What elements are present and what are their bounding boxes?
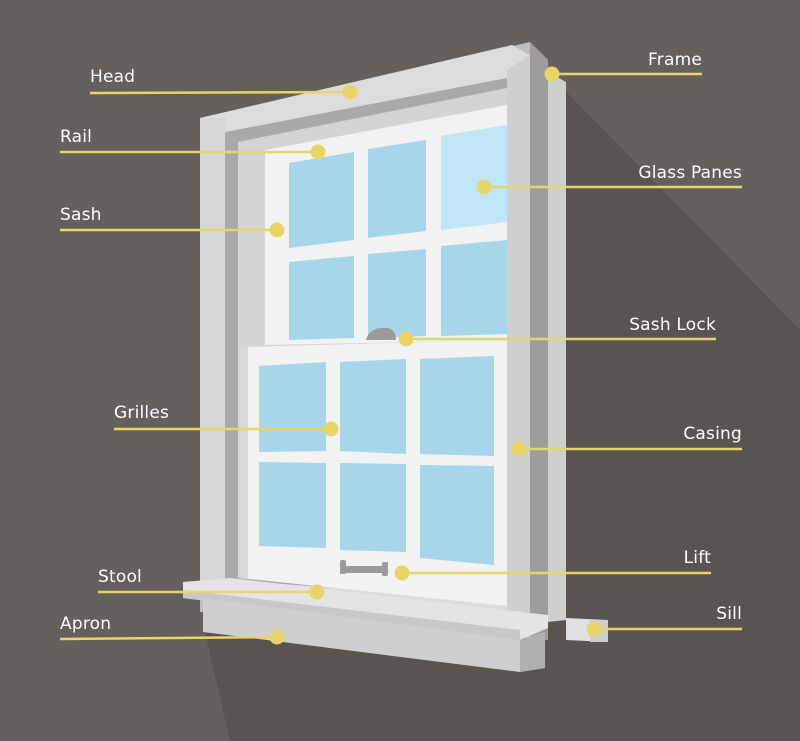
glass-pane: [420, 465, 494, 565]
leader-dot-sill: [586, 621, 602, 637]
label-casing: Casing: [683, 424, 742, 444]
glass-pane: [259, 462, 326, 548]
glass-pane: [289, 152, 354, 248]
label-rail: Rail: [60, 127, 93, 147]
label-sash: Sash: [60, 205, 102, 225]
leader-dot-sash-lock: [398, 331, 414, 347]
stool-edge: [183, 590, 520, 640]
leader-dot-casing: [511, 441, 527, 457]
glass-pane: [368, 249, 426, 338]
glass-pane: [340, 463, 406, 552]
leader-line-apron: [59, 635, 278, 641]
glass-pane: [259, 362, 326, 452]
apron-side: [520, 632, 545, 672]
label-stool: Stool: [98, 567, 142, 587]
glass-pane: [340, 359, 406, 454]
leader-dot-lift: [394, 565, 410, 581]
lift-handle-icon: [340, 566, 388, 573]
lower-sash-shade: [240, 347, 248, 578]
glass-pane: [441, 240, 507, 336]
glass-pane: [420, 356, 494, 456]
glass-pane: [289, 256, 354, 340]
sash-lock-icon: [366, 327, 396, 340]
label-grilles: Grilles: [114, 403, 170, 423]
frame-side-strip: [548, 72, 566, 622]
label-lift: Lift: [683, 548, 711, 568]
label-head: Head: [90, 67, 136, 87]
leader-dot-grilles: [323, 421, 339, 437]
label-glass-panes: Glass Panes: [638, 163, 742, 183]
leader-dot-head: [342, 84, 358, 100]
label-apron: Apron: [60, 614, 112, 634]
leader-dot-apron: [269, 629, 285, 645]
leader-line-head: [89, 90, 351, 95]
casing-left: [200, 118, 225, 590]
leader-dot-stool: [309, 584, 325, 600]
label-sill: Sill: [716, 604, 742, 624]
casing-right: [507, 55, 530, 612]
leader-dot-sash: [269, 222, 285, 238]
leader-lines: [59, 66, 742, 645]
leader-dot-rail: [310, 144, 326, 160]
label-frame: Frame: [648, 50, 702, 70]
label-sash-lock: Sash Lock: [629, 315, 716, 335]
leader-dot-frame: [544, 66, 560, 82]
lift-handle-post: [340, 560, 346, 574]
leader-dot-glass-panes: [476, 179, 492, 195]
apron: [203, 598, 545, 672]
glass-pane: [368, 140, 426, 238]
lift-handle-post: [382, 562, 388, 576]
glass-pane: [441, 125, 507, 230]
frame-side: [530, 42, 548, 640]
